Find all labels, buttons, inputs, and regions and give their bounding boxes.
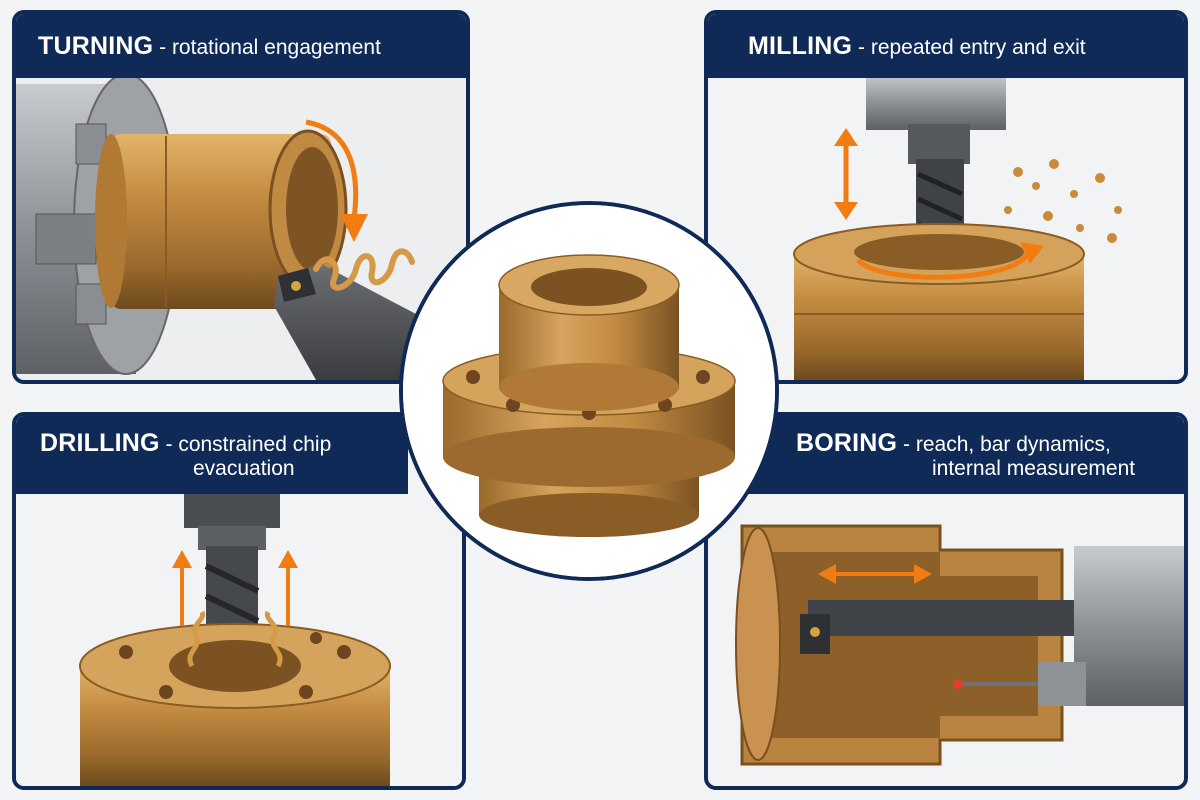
turning-subtitle: - rotational engagement [153, 35, 381, 59]
boring-subtitle-line2: internal measurement [932, 457, 1136, 481]
boring-cutaway-workpiece [735, 524, 1064, 766]
chip-evacuation-arrows [172, 550, 298, 626]
center-part-circle [399, 201, 779, 581]
turning-title: TURNING [38, 31, 154, 60]
boring-bar [800, 600, 1078, 654]
boring-panel: BORING - reach, bar dynamics, internal m… [704, 412, 1188, 790]
milling-title-bar: MILLING - repeated entry and exit [708, 14, 1184, 78]
boring-title-bar: BORING - reach, bar dynamics, internal m… [748, 416, 1184, 494]
drill-chip-left [187, 610, 206, 668]
reach-double-arrow [818, 564, 932, 584]
boring-spindle [1074, 546, 1184, 706]
rotation-arrow-head [340, 214, 368, 242]
boring-subtitle: - reach, bar dynamics, [897, 432, 1111, 456]
bronze-flanged-bushing [403, 205, 775, 577]
drilling-title-bar: DRILLING - constrained chip evacuation [16, 416, 408, 494]
drilling-title: DRILLING [40, 428, 160, 457]
drill-chuck [184, 492, 280, 528]
milling-title: MILLING [748, 31, 853, 60]
drilling-workpiece [79, 623, 391, 786]
flying-chips [1004, 159, 1122, 243]
bronze-workpiece [793, 223, 1085, 380]
drilling-panel: DRILLING - constrained chip evacuation [12, 412, 466, 790]
feed-arrow-head [1020, 242, 1044, 264]
turning-panel: TURNING - rotational engagement [12, 10, 470, 384]
drill-chip-right [264, 610, 283, 668]
vertical-double-arrow [834, 128, 858, 220]
milling-subtitle: - repeated entry and exit [852, 35, 1086, 59]
turning-title-bar: TURNING - rotational engagement [16, 14, 466, 78]
milling-spindle [866, 74, 1006, 130]
chip-spiral [313, 248, 415, 291]
boring-title: BORING [796, 428, 898, 457]
feed-arrow [856, 252, 1031, 280]
drilling-subtitle: - constrained chip [159, 432, 332, 456]
drilling-subtitle-line2: evacuation [193, 457, 295, 481]
rotation-arrow [305, 119, 359, 220]
milling-panel: MILLING - repeated entry and exit [704, 10, 1188, 384]
bronze-bushing [95, 129, 348, 309]
measurement-probe [953, 662, 1086, 706]
